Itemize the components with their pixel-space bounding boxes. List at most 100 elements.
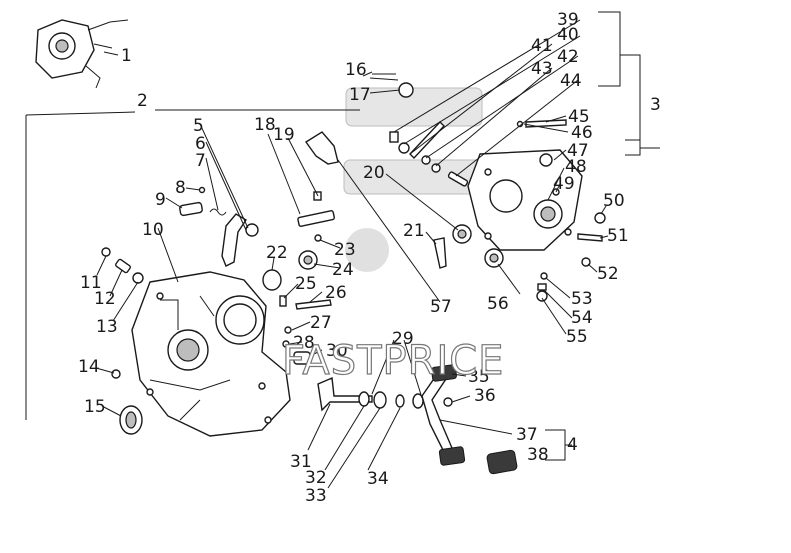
part-25-plug	[279, 295, 287, 307]
part-17-cap	[398, 82, 414, 98]
callout-32: 32	[305, 468, 327, 488]
callout-51: 51	[607, 226, 629, 246]
part-10-main-housing	[131, 271, 291, 437]
callout-38: 38	[527, 445, 549, 465]
part-13-bushing	[132, 272, 144, 284]
part-41-bolt	[409, 120, 445, 160]
bracket-3	[598, 11, 660, 156]
callout-11: 11	[80, 273, 102, 293]
part-8-clip	[198, 186, 206, 194]
part-55-seal	[536, 290, 548, 302]
part-28-screw	[282, 340, 290, 348]
callout-31: 31	[290, 452, 312, 472]
callout-39: 39	[557, 10, 579, 30]
callout-29: 29	[392, 329, 414, 349]
gray-disc-mark	[345, 228, 389, 272]
callout-1: 1	[121, 46, 132, 66]
callout-41: 41	[531, 36, 553, 56]
callout-40: 40	[557, 25, 579, 45]
part-44-rod	[447, 171, 469, 187]
part-21-shaft	[433, 237, 447, 269]
callout-12: 12	[94, 289, 116, 309]
part-32-washer	[358, 391, 370, 407]
part-1-assembly	[35, 19, 129, 89]
callout-2: 2	[137, 91, 148, 111]
part-54-bush	[537, 283, 547, 291]
part-9-pin	[179, 201, 203, 217]
callout-15: 15	[84, 397, 106, 417]
callout-44: 44	[560, 71, 582, 91]
part-50-nut	[594, 212, 606, 224]
callout-16: 16	[345, 60, 367, 80]
part-37-pedal-pad	[438, 446, 466, 466]
callout-48: 48	[565, 157, 587, 177]
callout-18: 18	[254, 115, 276, 135]
part-19-cover	[304, 131, 339, 165]
callout-34: 34	[367, 469, 389, 489]
callout-26: 26	[325, 283, 347, 303]
callout-25: 25	[295, 274, 317, 294]
part-22-ring	[262, 269, 282, 291]
part-26-rod	[295, 299, 332, 310]
part-39-nut	[389, 131, 399, 143]
part-48-right-cover	[467, 149, 583, 251]
callout-19: 19	[273, 125, 295, 145]
bracket-2-top	[25, 109, 360, 116]
callout-57: 57	[430, 297, 452, 317]
callout-52: 52	[597, 264, 619, 284]
callout-30: 30	[326, 341, 348, 361]
callout-37: 37	[516, 425, 538, 445]
callout-27: 27	[310, 313, 332, 333]
callout-22: 22	[266, 243, 288, 263]
callout-55: 55	[566, 327, 588, 347]
part-47-cap	[539, 153, 553, 167]
callout-6: 6	[195, 134, 206, 154]
part-24-bearing-inner	[303, 255, 313, 265]
callout-21: 21	[403, 221, 425, 241]
part-23-screw	[314, 234, 322, 242]
callout-20: 20	[363, 163, 385, 183]
callout-36: 36	[474, 386, 496, 406]
part-40-washer	[398, 142, 410, 154]
part-42-nut	[421, 155, 431, 165]
part-16-wires	[369, 73, 399, 81]
part-15-seal-inner	[125, 411, 137, 429]
callout-13: 13	[96, 317, 118, 337]
callout-4: 4	[567, 435, 578, 455]
part-30-block	[293, 351, 311, 365]
callout-17: 17	[349, 85, 371, 105]
part-11-nut	[101, 247, 111, 257]
part-27-screw	[284, 326, 292, 334]
part-34-spacer	[395, 394, 405, 408]
part-35-pedal-pad	[431, 364, 457, 382]
callout-14: 14	[78, 357, 100, 377]
part-20-bearing-inner	[457, 229, 467, 239]
callout-7: 7	[195, 151, 206, 171]
part-7-spring	[209, 208, 227, 216]
part-31-shaft	[317, 376, 373, 412]
callout-50: 50	[603, 191, 625, 211]
callout-35: 35	[468, 367, 490, 387]
part-53-ring	[540, 272, 548, 280]
callout-23: 23	[334, 240, 356, 260]
callout-10: 10	[142, 220, 164, 240]
callout-42: 42	[557, 47, 579, 67]
part-36-nut	[443, 397, 453, 407]
callout-24: 24	[332, 260, 354, 280]
part-5-lever	[221, 213, 247, 267]
part-43-washer	[431, 163, 441, 173]
callout-49: 49	[553, 174, 575, 194]
callout-56: 56	[487, 294, 509, 314]
callout-45: 45	[568, 107, 590, 127]
leader-lines	[95, 19, 609, 489]
bracket-4	[545, 429, 572, 461]
callout-33: 33	[305, 486, 327, 506]
callout-46: 46	[571, 123, 593, 143]
callout-47: 47	[567, 141, 589, 161]
part-14-screw	[111, 369, 121, 379]
callout-43: 43	[531, 59, 553, 79]
callout-8: 8	[175, 178, 186, 198]
part-33-gear	[373, 391, 387, 409]
